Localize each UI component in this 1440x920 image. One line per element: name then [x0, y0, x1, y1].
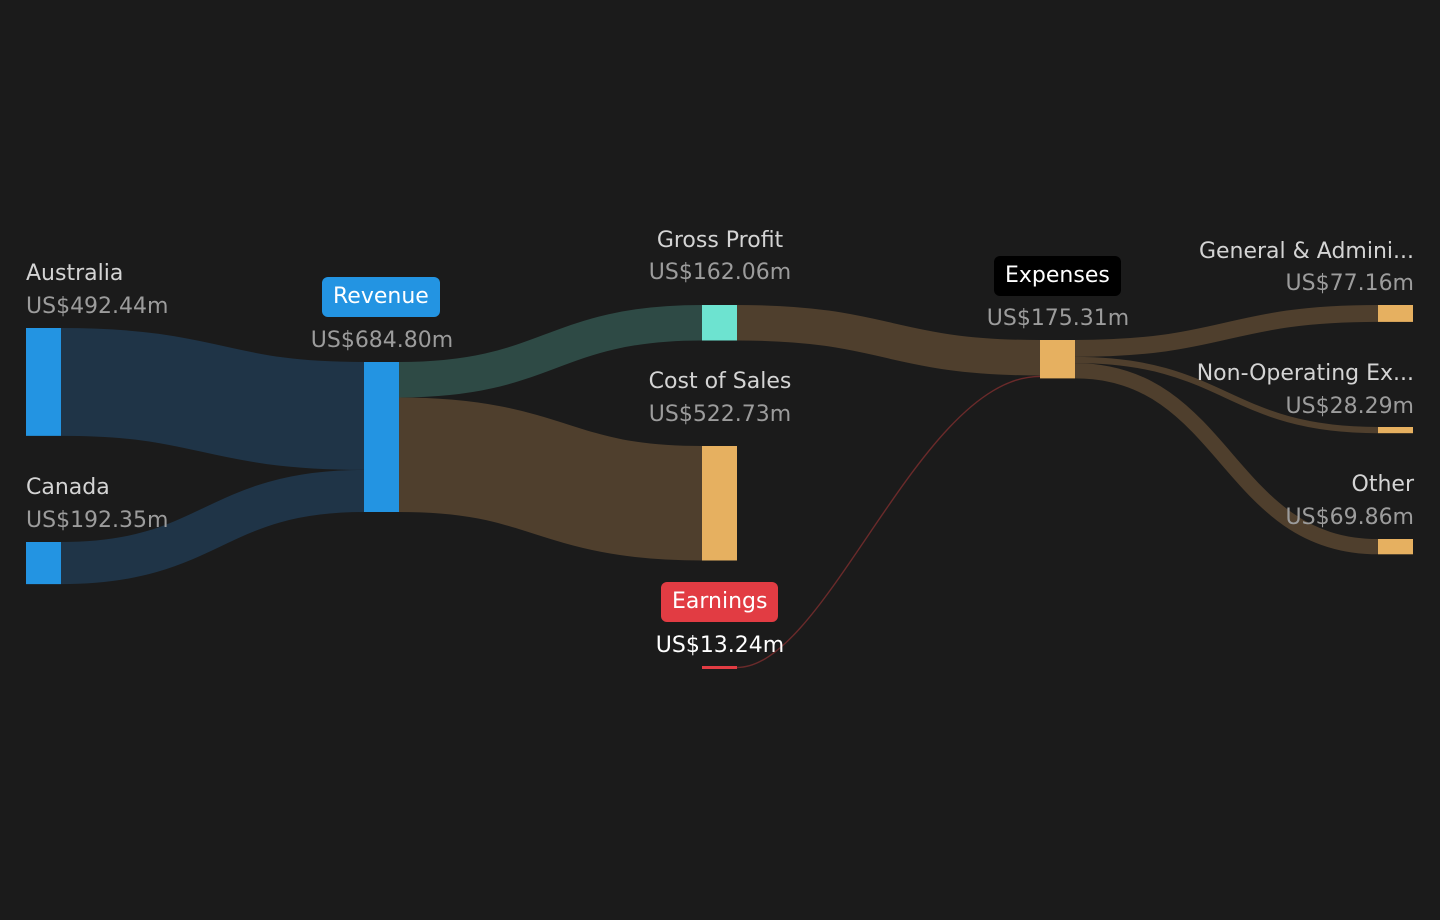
node-value-other: US$69.86m — [1285, 505, 1414, 530]
node-value-expenses: US$175.31m — [986, 306, 1130, 331]
node-australia — [26, 328, 61, 436]
node-earnings — [702, 666, 737, 669]
node-value-earnings: US$13.24m — [655, 633, 785, 658]
node-value-canada: US$192.35m — [26, 508, 169, 533]
node-cost-of-sales — [702, 446, 737, 561]
node-label-other: Other — [1351, 472, 1414, 497]
link-australia-to-revenue — [60, 328, 365, 470]
link-revenue-to-cost-of-sales — [398, 397, 703, 561]
link-gross-profit-to-expenses — [736, 305, 1041, 376]
link-expenses-to-other — [1074, 363, 1379, 555]
node-canada — [26, 542, 61, 585]
link-earnings-to-expenses — [736, 375, 1041, 669]
node-value-gross-profit: US$162.06m — [648, 260, 792, 285]
node-gross-profit — [702, 305, 737, 341]
sankey-links — [60, 305, 1379, 669]
revenue-badge: Revenue — [322, 277, 440, 317]
link-canada-to-revenue — [60, 469, 365, 585]
node-label-cost-of-sales: Cost of Sales — [648, 369, 792, 394]
node-value-australia: US$492.44m — [26, 294, 169, 319]
expenses-badge: Expenses — [994, 256, 1121, 296]
node-value-non-operating: US$28.29m — [1285, 394, 1414, 419]
node-label-non-operating: Non-Operating Ex... — [1196, 361, 1414, 386]
node-other — [1378, 539, 1413, 555]
node-label-general-admin: General & Admini... — [1198, 239, 1414, 264]
node-value-revenue: US$684.80m — [310, 328, 454, 353]
earnings-badge: Earnings — [661, 582, 779, 622]
node-value-general-admin: US$77.16m — [1285, 271, 1414, 296]
node-non-operating — [1378, 427, 1413, 434]
node-expenses — [1040, 340, 1075, 379]
link-expenses-to-general-admin — [1074, 305, 1379, 357]
link-expenses-to-non-operating — [1074, 356, 1379, 434]
node-value-cost-of-sales: US$522.73m — [648, 402, 792, 427]
node-label-gross-profit: Gross Profit — [656, 228, 784, 253]
node-revenue — [364, 362, 399, 512]
node-label-australia: Australia — [26, 261, 124, 286]
node-label-canada: Canada — [26, 475, 110, 500]
link-revenue-to-gross-profit — [398, 305, 703, 398]
sankey-nodes — [26, 305, 1413, 669]
node-general-admin — [1378, 305, 1413, 322]
